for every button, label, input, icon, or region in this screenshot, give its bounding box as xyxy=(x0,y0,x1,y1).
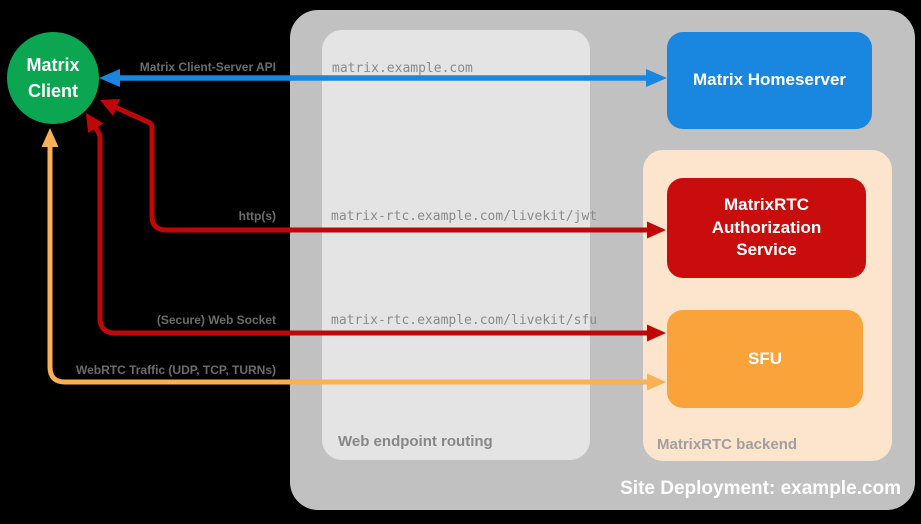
sfu-node: SFU xyxy=(667,310,863,408)
site-deployment-title: Site Deployment: example.com xyxy=(620,478,901,499)
web-socket-label: (Secure) Web Socket xyxy=(156,313,276,327)
web-endpoint-routing-container: Web endpoint routing xyxy=(322,30,590,460)
matrixrtc-backend-label: MatrixRTC backend xyxy=(657,436,798,453)
client-server-api-label: Matrix Client-Server API xyxy=(139,60,276,74)
matrix-client-node: Matrix Client xyxy=(7,32,99,124)
matrixrtc-authorization-service-node: MatrixRTC Authorization Service xyxy=(667,178,866,278)
webrtc-traffic-label: WebRTC Traffic (UDP, TCP, TURNs) xyxy=(75,363,276,377)
matrix-homeserver-node: Matrix Homeserver xyxy=(667,32,872,129)
https-label: http(s) xyxy=(238,209,276,223)
endpoint-livekit-sfu: matrix-rtc.example.com/livekit/sfu xyxy=(331,313,598,328)
endpoint-livekit-jwt: matrix-rtc.example.com/livekit/jwt xyxy=(331,209,598,224)
web-endpoint-routing-label: Web endpoint routing xyxy=(338,433,493,450)
endpoint-matrix-example-com: matrix.example.com xyxy=(332,61,473,76)
